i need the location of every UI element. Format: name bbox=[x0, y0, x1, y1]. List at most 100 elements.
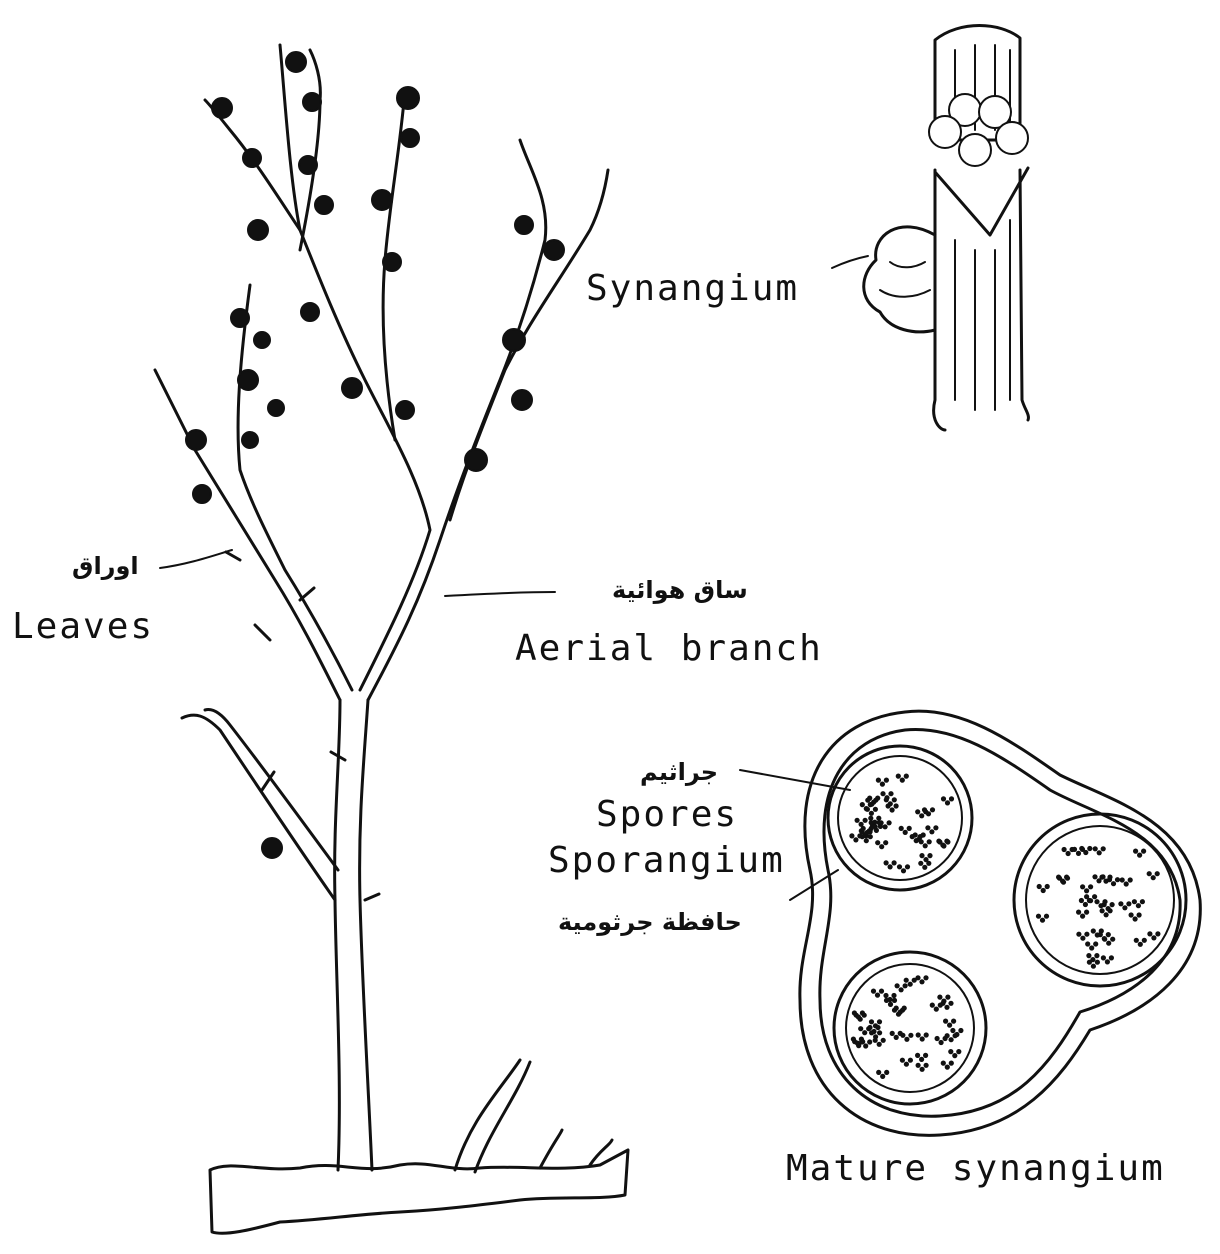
synangium-dot bbox=[342, 378, 362, 398]
spore-dot bbox=[892, 860, 897, 865]
spore-dot bbox=[949, 1061, 954, 1066]
spore-dot bbox=[907, 826, 912, 831]
spore-dot bbox=[1138, 942, 1143, 947]
spore-dot bbox=[1064, 875, 1069, 880]
spore-dot bbox=[855, 818, 860, 823]
spore-dot bbox=[1124, 881, 1129, 886]
spore-dot bbox=[914, 838, 919, 843]
synangium-label: Synangium bbox=[586, 268, 799, 309]
spore-dot bbox=[884, 998, 889, 1003]
synangium-lobe bbox=[959, 134, 991, 166]
stem-lower-lines bbox=[955, 220, 1010, 410]
spore-dot bbox=[908, 982, 913, 987]
spore-dot bbox=[865, 807, 870, 812]
spore-dot bbox=[1115, 877, 1120, 882]
spore-dot bbox=[956, 1049, 961, 1054]
spore-dot bbox=[883, 993, 888, 998]
spore-dot bbox=[904, 774, 909, 779]
lateral-synangium-detail bbox=[880, 262, 930, 297]
spore-dot bbox=[876, 1070, 881, 1075]
spore-dot bbox=[875, 796, 880, 801]
spore-dot bbox=[888, 791, 893, 796]
spore-dot bbox=[919, 1057, 924, 1062]
rhizome bbox=[210, 1150, 628, 1233]
sporangium-label: Sporangium bbox=[548, 840, 785, 881]
synangium-pointer bbox=[832, 256, 868, 268]
spore-dot bbox=[876, 778, 881, 783]
sporangium-locule-2 bbox=[1014, 814, 1186, 986]
spore-dot bbox=[868, 816, 873, 821]
spore-dot bbox=[867, 1025, 872, 1030]
spore-dot bbox=[851, 1037, 856, 1042]
spore-dot bbox=[945, 1065, 950, 1070]
spore-dot bbox=[1093, 941, 1098, 946]
spore-dot bbox=[1036, 914, 1041, 919]
synangium-dot bbox=[396, 401, 414, 419]
spore-dot bbox=[1041, 888, 1046, 893]
spore-dot bbox=[1132, 899, 1137, 904]
synangium-inner-wall bbox=[820, 729, 1180, 1116]
spore-dot bbox=[1079, 846, 1084, 851]
spore-dot bbox=[1044, 914, 1049, 919]
spore-dot bbox=[926, 811, 931, 816]
spore-dot bbox=[863, 1043, 868, 1048]
spore-dot bbox=[904, 1037, 909, 1042]
mature-synangium-label: Mature synangium bbox=[786, 1148, 1165, 1189]
spore-dot bbox=[1147, 931, 1152, 936]
spore-dot bbox=[883, 824, 888, 829]
spore-dot bbox=[1089, 945, 1094, 950]
spore-dot bbox=[948, 1049, 953, 1054]
spore-dot bbox=[890, 807, 895, 812]
synangium-outer-wall bbox=[800, 711, 1200, 1135]
spore-dot bbox=[915, 809, 920, 814]
spore-dot bbox=[862, 1030, 867, 1035]
lower-left-branch bbox=[182, 715, 335, 900]
spore-dot bbox=[1106, 932, 1111, 937]
spore-dot bbox=[1104, 912, 1109, 917]
spore-dot bbox=[923, 843, 928, 848]
spore-dot bbox=[892, 998, 897, 1003]
spore-dot bbox=[1126, 901, 1131, 906]
spore-dot bbox=[945, 995, 950, 1000]
synangium-dot bbox=[315, 196, 333, 214]
spore-dot bbox=[880, 782, 885, 787]
leaves-label-arabic: اوراق bbox=[72, 552, 139, 580]
spore-dot bbox=[1076, 851, 1081, 856]
spore-dot bbox=[1105, 959, 1110, 964]
sporangium-locule-3 bbox=[834, 952, 986, 1104]
spore-dot bbox=[857, 833, 862, 838]
spore-dot bbox=[884, 860, 889, 865]
synangium-dot bbox=[383, 253, 401, 271]
spore-dot bbox=[895, 983, 900, 988]
synangium-dot bbox=[193, 485, 211, 503]
spore-dot bbox=[916, 1032, 921, 1037]
synangium-dot bbox=[401, 129, 419, 147]
spore-dot bbox=[1084, 932, 1089, 937]
spore-dot bbox=[865, 830, 870, 835]
spore-dot bbox=[1109, 955, 1114, 960]
spore-dot bbox=[888, 1002, 893, 1007]
spore-dot bbox=[937, 995, 942, 1000]
spore-dot bbox=[1084, 888, 1089, 893]
spore-dot bbox=[1107, 875, 1112, 880]
spore-dot bbox=[1095, 960, 1100, 965]
left-branch bbox=[155, 370, 340, 700]
spore-dot bbox=[899, 826, 904, 831]
spore-dot bbox=[930, 1003, 935, 1008]
spore-dot bbox=[941, 843, 946, 848]
spore-dot bbox=[933, 825, 938, 830]
spore-dot bbox=[1097, 850, 1102, 855]
leaves-pointer bbox=[160, 550, 232, 568]
spore-dot bbox=[890, 1031, 895, 1036]
spore-dot bbox=[861, 826, 866, 831]
spores-label-arabic: جراثيم bbox=[640, 758, 718, 786]
leaf-scale bbox=[365, 894, 379, 900]
spore-dot bbox=[1129, 912, 1134, 917]
spore-dot bbox=[1151, 935, 1156, 940]
spore-dot bbox=[869, 820, 874, 825]
spore-dot bbox=[929, 829, 934, 834]
spore-dot bbox=[1133, 916, 1138, 921]
spore-dot bbox=[1037, 884, 1042, 889]
spore-dot bbox=[1099, 875, 1104, 880]
